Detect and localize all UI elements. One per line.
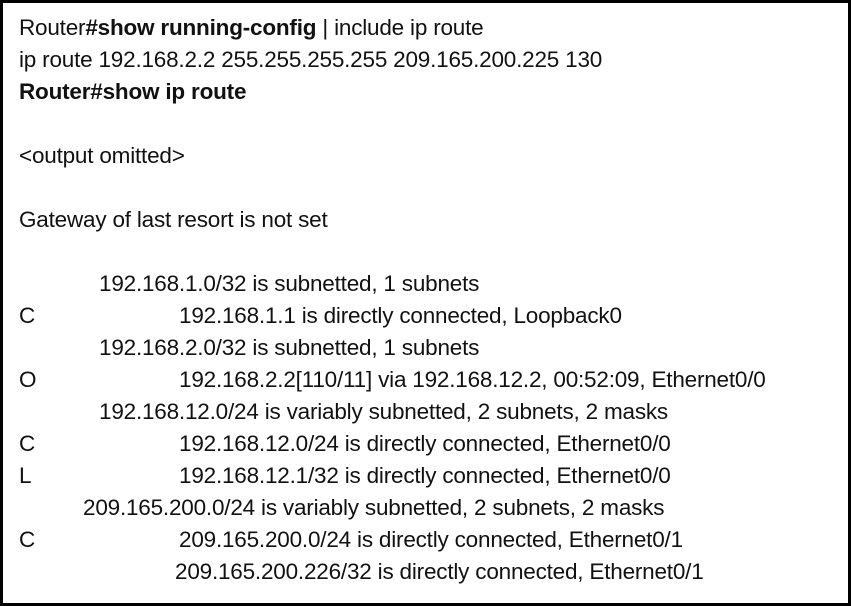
route-entry-text: 192.168.1.1 is directly connected, Loopb…	[179, 303, 622, 328]
cli-blank-line	[3, 108, 848, 140]
route-entry-text: 192.168.12.0/24 is directly connected, E…	[179, 431, 671, 456]
subnet-summary-text: 192.168.12.0/24 is variably subnetted, 2…	[99, 399, 668, 424]
routing-table-row: C 192.168.1.1 is directly connected, Loop…	[3, 300, 848, 332]
routing-subnet-header-row: 192.168.1.0/32 is subnetted, 1 subnets	[3, 268, 848, 300]
cli-line-text: Router#show running-config | include ip …	[3, 12, 484, 44]
route-code-letter: L	[19, 463, 32, 488]
routing-table-row: C 192.168.12.0/24 is directly connected, …	[3, 428, 848, 460]
subnet-summary-text: 209.165.200.0/24 is variably subnetted, …	[83, 495, 665, 520]
route-code-letter: C	[19, 431, 36, 456]
terminal-output-area[interactable]: Router#show running-config | include ip …	[3, 3, 848, 588]
subnet-summary-text: 192.168.2.0/32 is subnetted, 1 subnets	[99, 335, 480, 360]
route-entry-text: 192.168.12.1/32 is directly connected, E…	[179, 463, 671, 488]
routing-subnet-header-row: 192.168.2.0/32 is subnetted, 1 subnets	[3, 332, 848, 364]
routing-table-row: C 209.165.200.0/24 is directly connected,…	[3, 524, 848, 556]
route-entry-text: 209.165.200.0/24 is directly connected, …	[179, 527, 683, 552]
cli-line-text: Router#show ip route	[3, 76, 246, 108]
cli-command-line: Router#show running-config | include ip …	[3, 12, 848, 44]
route-code-letter: C	[19, 527, 36, 552]
cli-blank-line	[3, 172, 848, 204]
cli-line-text: Gateway of last resort is not set	[19, 207, 328, 232]
cli-output-line: <output omitted>	[3, 140, 848, 172]
cli-command-line: Router#show ip route	[3, 76, 848, 108]
routing-table-row: O 192.168.2.2[110/11] via 192.168.12.2, 0…	[3, 364, 848, 396]
cli-blank-line	[3, 236, 848, 268]
cli-line-text: ip route 192.168.2.2 255.255.255.255 209…	[19, 47, 603, 72]
route-code-letter: C	[19, 303, 36, 328]
routing-subnet-header-row: 192.168.12.0/24 is variably subnetted, 2…	[3, 396, 848, 428]
route-entry-text: 209.165.200.226/32 is directly connected…	[175, 559, 704, 584]
route-entry-text: 192.168.2.2[110/11] via 192.168.12.2, 00…	[179, 367, 766, 392]
cli-command-emphasis: #show running-config	[85, 15, 317, 40]
subnet-summary-text: 192.168.1.0/32 is subnetted, 1 subnets	[99, 271, 480, 296]
cli-output-line: ip route 192.168.2.2 255.255.255.255 209…	[3, 44, 848, 76]
cli-command-text: | include ip route	[316, 15, 484, 40]
routing-table-row: L 192.168.12.1/32 is directly connected, …	[3, 460, 848, 492]
cli-command-text: Router	[19, 15, 86, 40]
cli-command-emphasis: Router#show ip route	[19, 79, 247, 104]
routing-table-row: 209.165.200.226/32 is directly connected…	[3, 556, 848, 588]
routing-subnet-header-row: 209.165.200.0/24 is variably subnetted, …	[3, 492, 848, 524]
route-code-letter: O	[19, 367, 37, 392]
cli-output-line: Gateway of last resort is not set	[3, 204, 848, 236]
cli-line-text: <output omitted>	[19, 143, 185, 168]
